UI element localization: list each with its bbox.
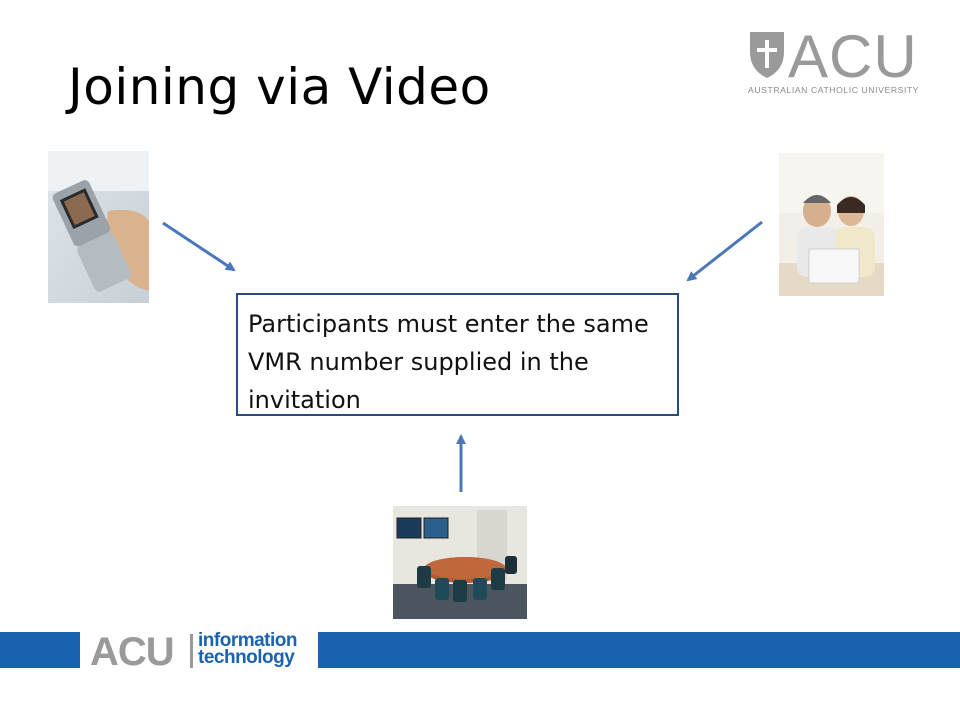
conference-room-photo (393, 506, 527, 619)
footer-logo: ACU information technology (88, 628, 314, 674)
shield-icon (750, 32, 784, 78)
arrow-from-phone (162, 221, 236, 272)
acu-logo: ACU AUSTRALIAN CATHOLIC UNIVERSITY (748, 23, 938, 102)
phone-photo (48, 151, 149, 303)
footer-it-line1: information (198, 630, 298, 651)
footer-acu-text: ACU (90, 630, 175, 674)
footer-it-line2: technology (198, 647, 295, 668)
footer-it-text: information technology (198, 630, 298, 668)
arrow-from-couple (686, 220, 763, 282)
vmr-info-text: Participants must enter the same VMR num… (248, 310, 649, 414)
couple-laptop-photo (779, 153, 884, 296)
vmr-info-box: Participants must enter the same VMR num… (236, 293, 679, 416)
footer-bar-left (0, 632, 80, 668)
slide-title: Joining via Video (68, 58, 491, 116)
logo-letters: ACU (788, 23, 918, 90)
logo-university-name: AUSTRALIAN CATHOLIC UNIVERSITY (748, 85, 920, 95)
footer-bar (0, 632, 960, 668)
footer-divider (190, 634, 193, 668)
footer-bar-right (318, 632, 960, 668)
